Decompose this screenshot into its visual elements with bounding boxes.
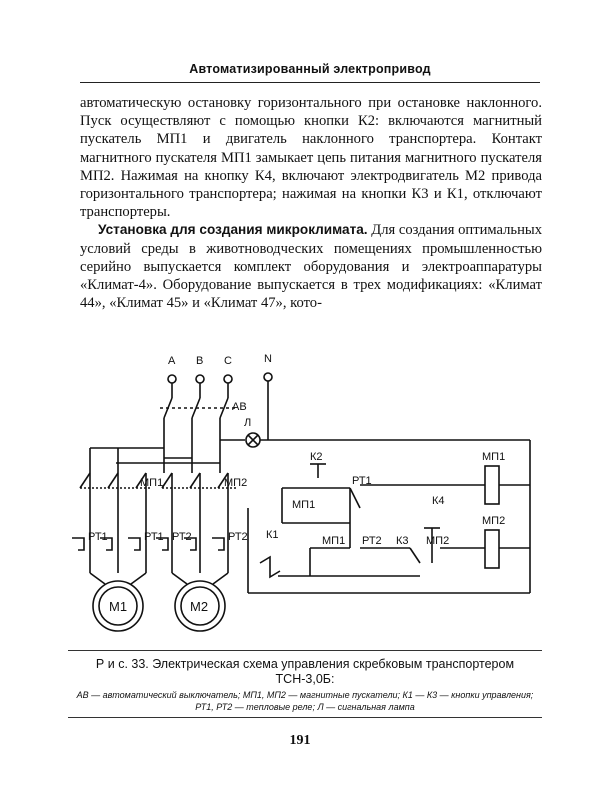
- label-breaker: АВ: [232, 401, 247, 413]
- caption-rule-bottom: [68, 717, 542, 718]
- running-head: Автоматизированный электропривод: [189, 62, 431, 76]
- label-motor-m2: М2: [190, 599, 208, 614]
- label-rt2-a: РТ2: [172, 531, 192, 543]
- motor-m1-symbol: [92, 580, 144, 632]
- label-phase-c: C: [224, 355, 232, 367]
- label-phase-b: B: [196, 355, 203, 367]
- header-rule: [80, 82, 540, 83]
- label-mp1-main: МП1: [140, 477, 163, 489]
- label-rt1-contact: РТ1: [352, 475, 372, 487]
- label-button-k2: К2: [310, 451, 323, 463]
- label-motor-m1: М1: [109, 599, 127, 614]
- label-button-k3: К3: [396, 535, 409, 547]
- label-mp2-contact: МП2: [426, 535, 449, 547]
- coil-mp1: [484, 465, 500, 505]
- circuit-diagram: A B C N АВ Л МП1 МП2 РТ1 РТ1 РТ2 РТ2 М1 …: [60, 348, 550, 648]
- label-mp2-main: МП2: [224, 477, 247, 489]
- label-rt1-b: РТ1: [144, 531, 164, 543]
- paragraph-2: Установка для создания микроклимата. Для…: [80, 221, 542, 312]
- coil-mp2: [484, 529, 500, 569]
- paragraph-2-lead: Установка для создания микроклимата.: [98, 222, 368, 238]
- terminal-a: [167, 374, 177, 384]
- label-rt2-contact: РТ2: [362, 535, 382, 547]
- figure-caption-legend: АВ — автоматический выключатель; МП1, МП…: [76, 690, 534, 712]
- body-text: автоматическую остановку горизонтального…: [80, 94, 542, 312]
- label-mp1-contact: МП1: [292, 499, 315, 511]
- terminal-c: [223, 374, 233, 384]
- label-rt1-a: РТ1: [88, 531, 108, 543]
- paragraph-1: автоматическую остановку горизонтального…: [80, 95, 542, 221]
- caption-rule-top: [68, 650, 542, 651]
- terminal-b: [195, 374, 205, 384]
- figure-caption-title: Р и с. 33. Электрическая схема управлени…: [95, 657, 515, 686]
- motor-m2-symbol: [174, 580, 226, 632]
- label-button-k4: К4: [432, 495, 445, 507]
- page-number: 191: [289, 733, 311, 748]
- label-button-k1: К1: [266, 529, 279, 541]
- paragraph-2-text: Для создания оп­тимальных условий среды …: [80, 222, 542, 312]
- label-lamp: Л: [244, 417, 251, 429]
- terminal-n: [263, 372, 273, 382]
- circuit-diagram-svg: A B C N АВ Л МП1 МП2 РТ1 РТ1 РТ2 РТ2 М1 …: [72, 353, 531, 632]
- label-coil-mp2: МП2: [482, 515, 505, 527]
- label-mp1-contact-2: МП1: [322, 535, 345, 547]
- label-rt2-b: РТ2: [228, 531, 248, 543]
- label-neutral: N: [264, 353, 272, 365]
- label-phase-a: A: [168, 355, 176, 367]
- label-coil-mp1: МП1: [482, 451, 505, 463]
